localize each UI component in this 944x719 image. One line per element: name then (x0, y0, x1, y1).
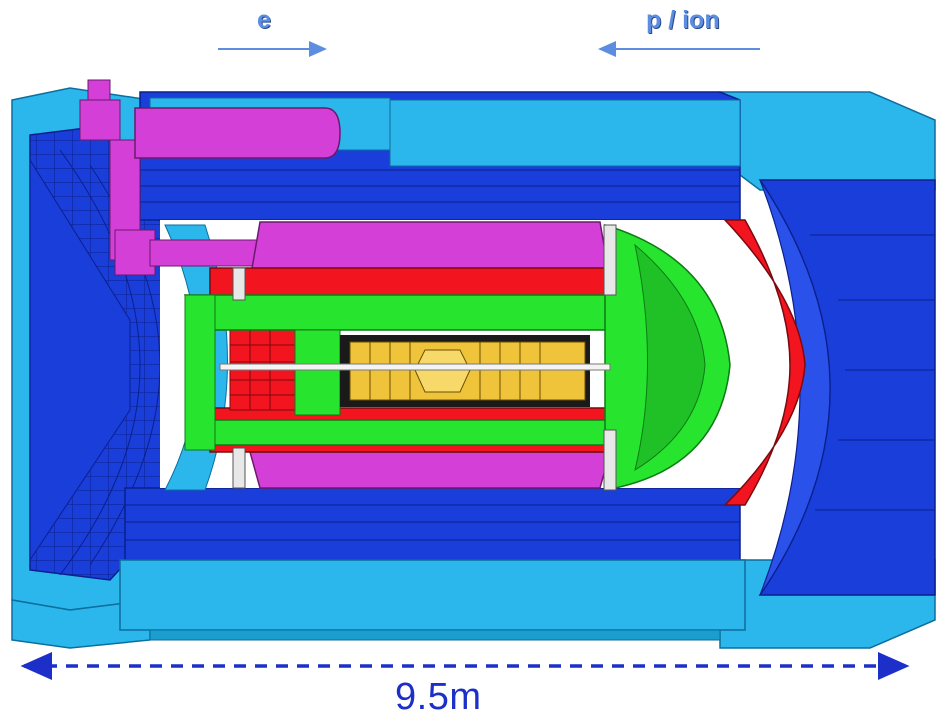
beam-pipe (219, 363, 611, 371)
cryostat-piping (79, 79, 341, 276)
bottom-barrel-yoke (119, 487, 746, 641)
tracker (340, 335, 590, 407)
electron-beam-label: e (257, 6, 271, 34)
hadron-beam-label: p / ion (646, 6, 720, 34)
right-endcap (719, 91, 936, 649)
forward-calorimeter (723, 219, 806, 506)
solenoid (249, 221, 611, 489)
support-struts (232, 224, 617, 491)
green-layers (183, 223, 731, 491)
length-dimension-label: 9.5m (395, 676, 482, 718)
